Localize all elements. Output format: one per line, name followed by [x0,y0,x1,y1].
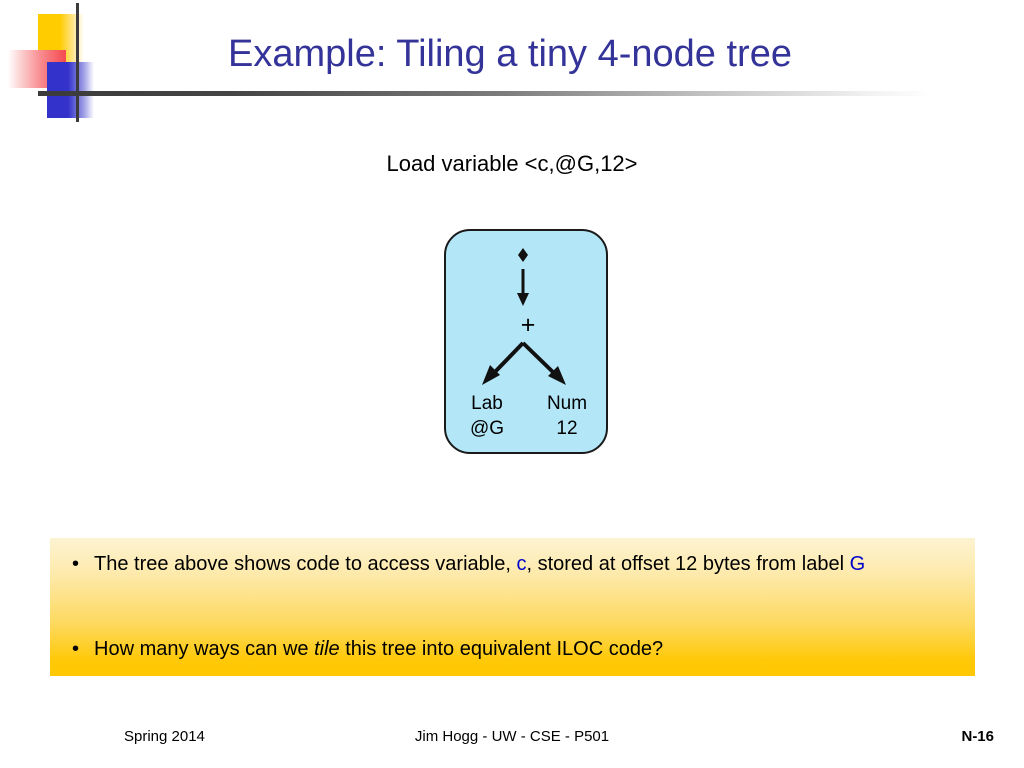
page-title: Example: Tiling a tiny 4-node tree [228,33,792,75]
diamond-marker-icon [518,248,528,262]
bullet-marker-icon: • [72,638,80,660]
bullet-item-2: • How many ways can we tile this tree in… [72,635,952,663]
tree-leaf-left-kind: Lab [471,393,503,414]
tree-diagram-box: + Lab @G Num 12 [444,229,608,454]
slide-footer: Spring 2014 Jim Hogg - UW - CSE - P501 N… [0,726,1024,748]
op-to-right-leaf-arrowhead-icon [548,366,566,385]
bullet-marker-icon: • [72,553,80,575]
tree-leaf-right-kind: Num [546,393,588,414]
bullet-item-2-text: How many ways can we tile this tree into… [94,638,664,660]
tree-leaf-right: Num 12 [534,391,600,441]
footer-course: Jim Hogg - UW - CSE - P501 [414,728,610,745]
title-horizontal-rule [38,91,933,96]
tree-caption: Load variable <c,@G,12> [386,151,638,176]
bullet-item-1-text: The tree above shows code to access vari… [94,553,866,575]
bullet-panel: • The tree above shows code to access va… [50,538,975,676]
tree-leaf-left-value: @G [469,418,505,439]
op-to-left-leaf-edge [490,341,525,377]
op-to-right-leaf-edge [521,341,558,377]
footer-term: Spring 2014 [124,728,205,745]
bullet-item-1: • The tree above shows code to access va… [72,550,952,578]
tree-operator-node: + [520,311,536,339]
footer-slide-number: N-16 [961,728,994,745]
tree-leaf-right-value: 12 [556,418,578,439]
logo-vertical-rule [76,3,79,122]
logo-blue-square [47,62,94,118]
tree-leaf-left: Lab @G [454,391,520,441]
slide-logo-decoration [0,0,170,130]
tree-diagram-svg [482,248,566,385]
op-to-left-leaf-arrowhead-icon [482,365,500,385]
root-to-op-arrowhead-icon [517,293,529,306]
